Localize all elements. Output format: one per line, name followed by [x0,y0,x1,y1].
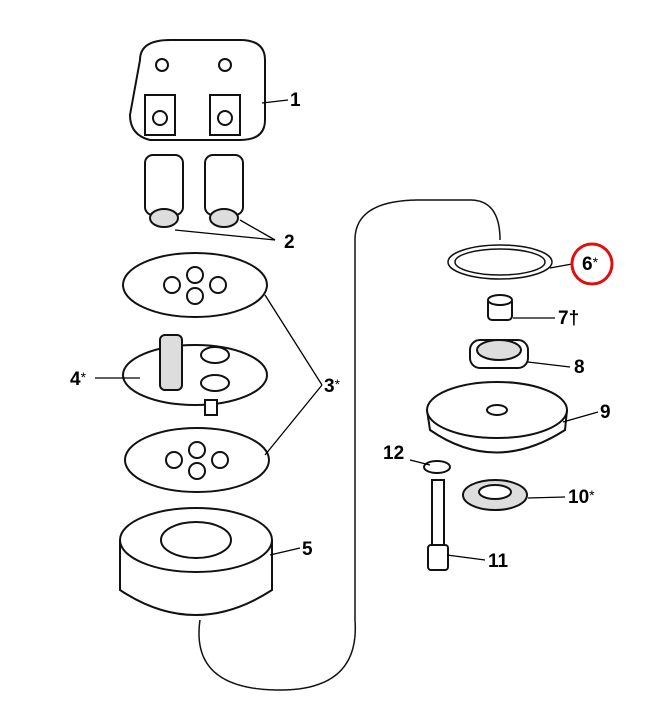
callout-6: 6* [582,254,599,275]
callout-12: 12 [383,443,405,464]
callout-3: 3* [324,376,341,397]
callout-7: 7† [558,308,580,329]
callout-2: 2 [284,232,295,253]
callout-10: 10* [568,487,595,508]
part-4-valve-plate [122,334,268,416]
part-3-plate-bottom [124,427,270,493]
assembly-path-line [198,199,501,691]
leader-lines [95,99,599,561]
callout-5: 5 [302,539,313,560]
part-3-plate-top [122,252,268,318]
part-10-seal [462,479,528,511]
part-5-housing [119,507,273,616]
callout-9: 9 [600,402,611,423]
callout-4: 4* [70,369,87,390]
part-8-bearing [469,339,529,369]
part-1-manifold [128,39,266,141]
part-7-bushing [487,294,513,321]
part-12-washer [423,460,451,474]
callout-11: 11 [488,551,509,572]
highlight-circle [570,242,614,286]
callout-1: 1 [290,90,301,111]
part-9-plate [426,381,568,454]
callout-8: 8 [574,357,585,378]
part-6-o-ring [447,244,553,280]
part-11-screw [427,479,449,571]
part-2-fittings [144,154,244,228]
